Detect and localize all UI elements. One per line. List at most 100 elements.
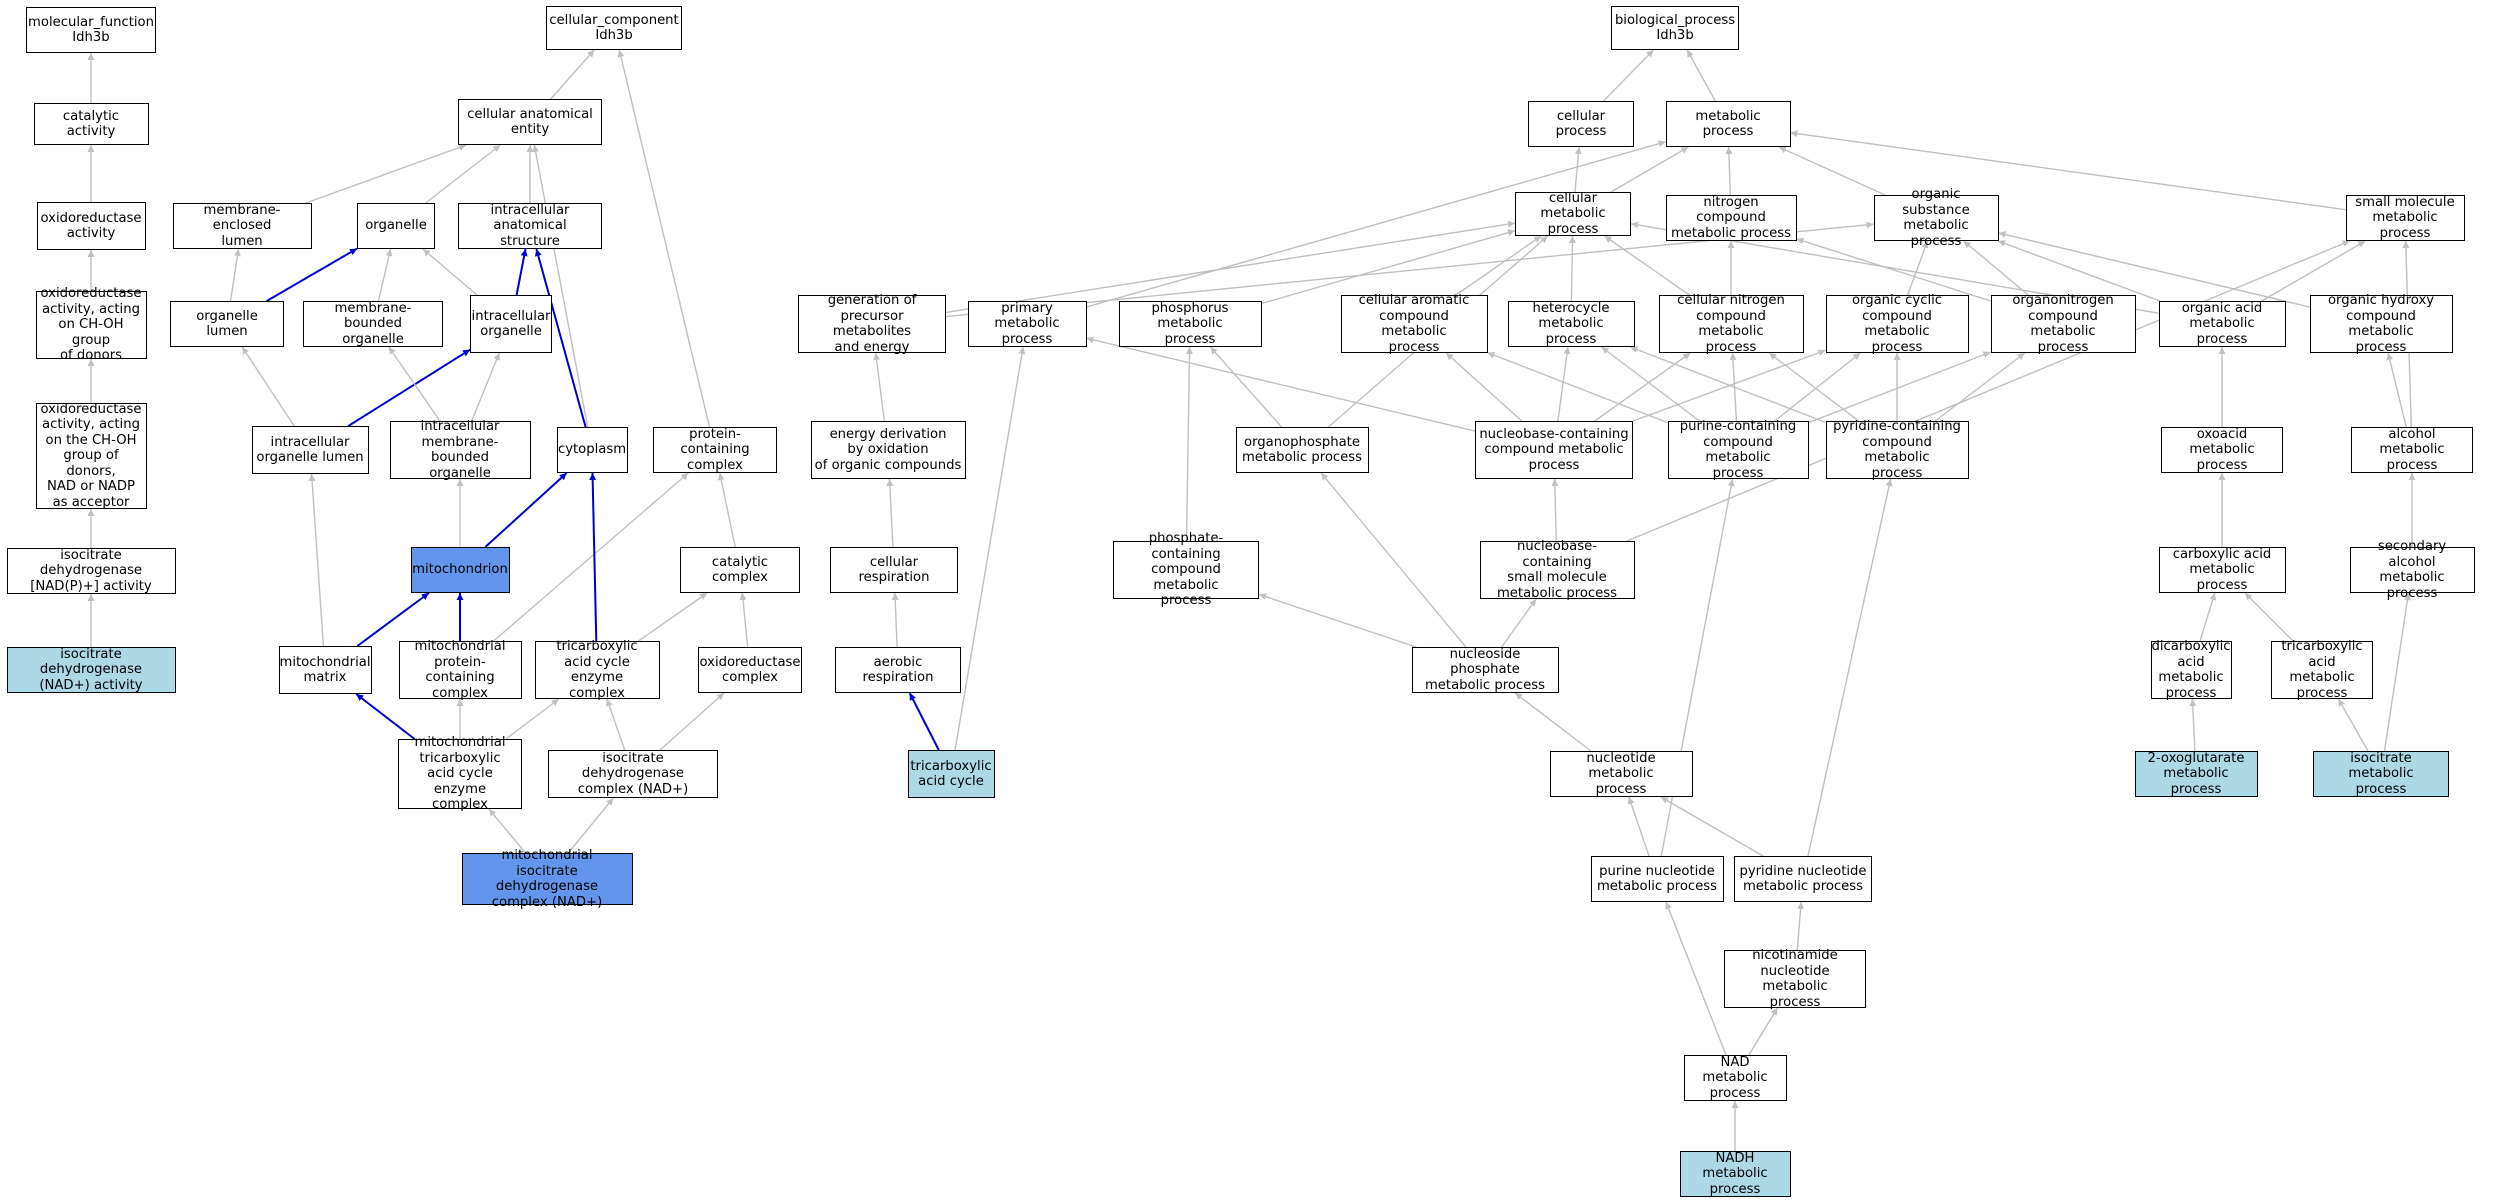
go-term-icdh_nad_act[interactable]: isocitrate dehydrogenase (NAD+) activity [6,647,176,693]
edge-pynmp-to-pycmp [1807,478,1893,857]
edge-nadmp-to-pnmp [1665,901,1727,1056]
go-term-micdhc[interactable]: mitochondrial isocitrate dehydrogenase c… [461,848,633,910]
go-term-hmp[interactable]: heterocycle metabolic process [1507,301,1635,347]
go-term-cae[interactable]: cellular anatomical entity [458,99,602,145]
go-term-cresp[interactable]: cellular respiration [830,547,958,593]
go-term-oamp[interactable]: organic acid metabolic process [2158,301,2286,347]
go-term-cacmp[interactable]: cellular aromatic compound metabolic pro… [1340,293,1488,355]
go-term-nbcmp[interactable]: nucleobase-containing compound metabolic… [1475,421,1633,479]
go-term-oxred_act[interactable]: oxidoreductase activity [36,202,146,250]
go-term-osmp[interactable]: organic substance metabolic process [1873,187,1999,249]
go-term-catcomplex[interactable]: catalytic complex [680,547,800,593]
go-term-imbo[interactable]: intracellular membrane-bounded organelle [389,419,531,481]
go-term-oxamp[interactable]: oxoacid metabolic process [2161,427,2283,473]
go-term-pmp[interactable]: primary metabolic process [967,301,1087,347]
edge-pucmp-to-hmp [1601,346,1701,422]
go-term-smmp[interactable]: small molecule metabolic process [2345,195,2465,241]
go-term-mito[interactable]: mitochondrion [410,547,510,593]
go-term-mpcc[interactable]: mitochondrial protein-containing complex [398,639,522,701]
go-term-nicmp[interactable]: nicotinamide nucleotide metabolic proces… [1724,948,1866,1010]
go-term-phcmp[interactable]: phosphate-containing compound metabolic … [1113,531,1259,608]
go-term-mtcaec[interactable]: mitochondrial tricarboxylic acid cycle e… [398,735,522,812]
edge-onmp-to-osmp [1963,240,2029,296]
go-term-cncmp[interactable]: cellular nitrogen compound metabolic pro… [1658,293,1804,355]
go-term-isocit[interactable]: isocitrate metabolic process [2313,751,2449,797]
edge-osmp-to-metproc [1778,146,1886,196]
go-term-almp[interactable]: alcohol metabolic process [2351,427,2473,473]
go-term-mel[interactable]: membrane-enclosed lumen [172,203,312,249]
edge-icdhc-to-tcaec [605,698,626,751]
go-term-cellproc[interactable]: cellular process [1528,101,1634,147]
edge-gpme-to-cmp [945,220,1516,314]
go-term-pnmp[interactable]: purine nucleotide metabolic process [1590,856,1724,902]
go-term-mbo[interactable]: membrane-bounded organelle [303,301,443,347]
go-term-mmatrix[interactable]: mitochondrial matrix [278,646,372,694]
go-term-metproc[interactable]: metabolic process [1665,101,1791,147]
edge-smmp-to-metproc [1790,130,2346,211]
go-term-phmp[interactable]: phosphorus metabolic process [1118,301,1262,347]
go-term-pynmp[interactable]: pyridine nucleotide metabolic process [1734,856,1872,902]
edge-iol-to-io [347,348,471,427]
go-term-bp[interactable]: biological_process Idh3b [1611,6,1739,50]
go-term-oxred_nad[interactable]: oxidoreductase activity, acting on the C… [35,402,147,510]
go-term-occmp[interactable]: organic cyclic compound metabolic proces… [1825,293,1969,355]
go-term-ias[interactable]: intracellular anatomical structure [458,203,602,249]
go-term-io[interactable]: intracellular organelle [470,295,552,353]
go-term-oxoglut[interactable]: 2-oxoglutarate metabolic process [2134,751,2258,797]
edge-isocit-to-samp [2383,592,2411,752]
go-term-pycmp[interactable]: pyridine-containing compound metabolic p… [1825,419,1969,481]
go-term-icdh_nadp_act[interactable]: isocitrate dehydrogenase [NAD(P)+] activ… [6,548,176,594]
go-term-samp[interactable]: secondary alcohol metabolic process [2349,539,2475,601]
edge-organelle-to-cae [425,144,501,204]
go-term-pucmp[interactable]: purine-containing compound metabolic pro… [1667,419,1809,481]
edge-imbo-to-mbo [388,346,441,422]
go-term-cc[interactable]: cellular_component Idh3b [546,6,682,50]
go-term-nbsmmp[interactable]: nucleobase-containing small molecule met… [1479,539,1635,601]
go-term-aresp[interactable]: aerobic respiration [835,647,961,693]
go-term-ncmp[interactable]: nitrogen compound metabolic process [1665,195,1797,241]
edge-pcc-to-cc [617,49,711,428]
go-term-catalytic[interactable]: catalytic activity [33,103,149,145]
go-term-tca[interactable]: tricarboxylic acid cycle [907,750,995,798]
go-term-icdhc[interactable]: isocitrate dehydrogenase complex (NAD+) [548,750,718,798]
edge-tca-to-pmp [954,346,1026,751]
go-term-nadhmp[interactable]: NADH metabolic process [1679,1151,1791,1197]
go-term-tcamp[interactable]: tricarboxylic acid metabolic process [2271,639,2373,701]
go-term-organelle[interactable]: organelle [357,203,435,249]
edge-mpcc-to-pcc [493,472,689,642]
edge-mbo-to-organelle [377,248,393,302]
go-term-onmp[interactable]: organonitrogen compound metabolic proces… [1990,293,2136,355]
go-term-iol[interactable]: intracellular organelle lumen [251,426,369,474]
go-term-nadmp[interactable]: NAD metabolic process [1683,1055,1787,1101]
go-term-pcc[interactable]: protein-containing complex [653,427,777,473]
edge-nspmp-to-phcmp [1258,593,1417,648]
go-term-tcaec[interactable]: tricarboxylic acid cycle enzyme complex [534,639,660,701]
go-term-ntmp[interactable]: nucleotide metabolic process [1549,751,1693,797]
go-term-cytoplasm[interactable]: cytoplasm [556,427,628,473]
edge-ncmp-to-metproc [1725,146,1733,196]
go-term-nspmp[interactable]: nucleoside phosphate metabolic process [1411,647,1559,693]
edge-mito-to-cytoplasm [484,472,568,548]
edge-cresp-to-edoc [886,478,894,548]
edge-pnmp-to-pucmp [1660,478,1735,857]
edge-hmp-to-cmp [1568,235,1576,302]
go-term-mf[interactable]: molecular_function Idh3b [26,7,156,53]
go-term-gpme[interactable]: generation of precursor metabolites and … [798,293,946,355]
go-term-camp[interactable]: carboxylic acid metabolic process [2158,547,2286,593]
go-term-cmp[interactable]: cellular metabolic process [1515,191,1631,237]
edge-nspmp-to-nbsmmp [1501,598,1537,648]
go-term-oxredc[interactable]: oxidoreductase complex [698,647,802,693]
go-term-opmp[interactable]: organophosphate metabolic process [1235,427,1369,473]
go-term-edoc[interactable]: energy derivation by oxidation of organi… [810,421,966,479]
go-term-org_lumen[interactable]: organelle lumen [170,301,284,347]
edge-aresp-to-cresp [891,592,899,648]
go-term-dcamp[interactable]: dicarboxylic acid metabolic process [2150,639,2232,701]
edge-nadmp-to-nicmp [1748,1007,1778,1056]
go-term-oxred_choh[interactable]: oxidoreductase activity, acting on CH-OH… [35,286,147,363]
go-term-ohcmp[interactable]: organic hydroxy compound metabolic proce… [2309,293,2453,355]
edge-tcaec-to-catcomplex [638,592,708,642]
edge-io-to-ias [515,248,528,296]
edge-occmp-to-osmp [1907,240,1929,296]
edge-oamp-to-smmp [2261,240,2366,302]
edge-nicmp-to-pynmp [1796,901,1805,951]
